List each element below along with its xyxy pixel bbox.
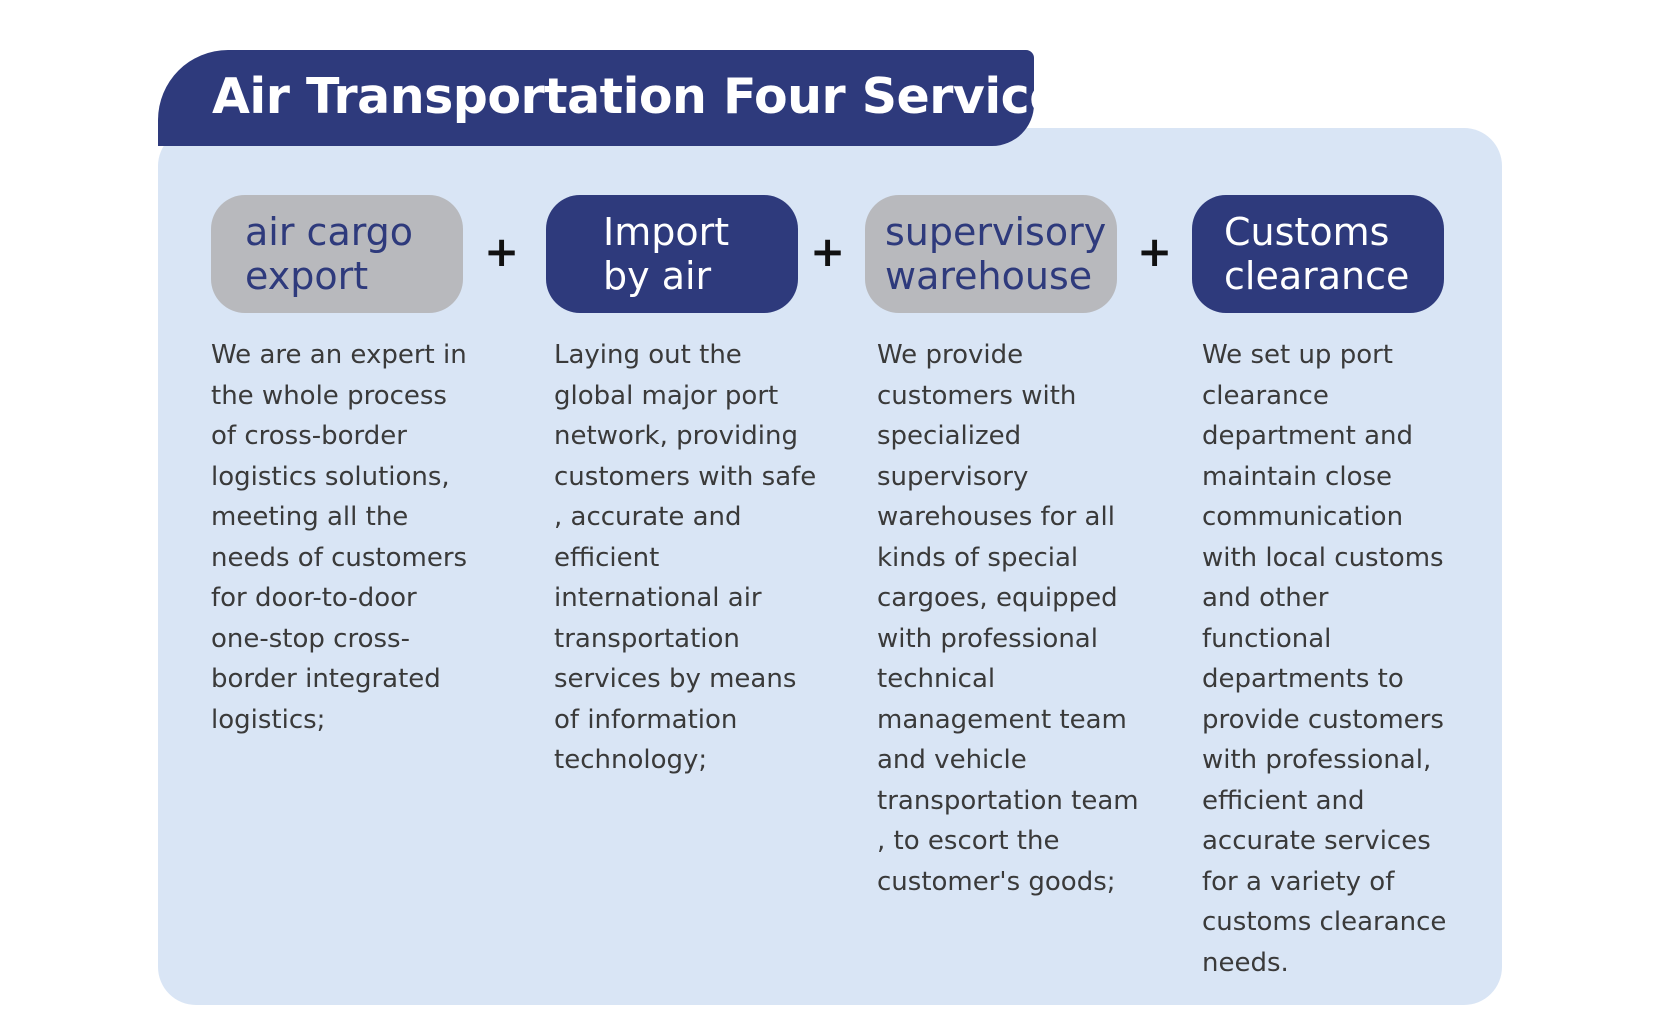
- service-label-line2: export: [245, 254, 369, 298]
- plus-sign: +: [810, 227, 846, 276]
- service-description-supervisory-warehouse: We provide customers with specialized su…: [877, 340, 1139, 897]
- plus-sign: +: [484, 227, 520, 276]
- service-pill-supervisory-warehouse: supervisory warehouse: [865, 195, 1117, 313]
- service-pill-air-cargo-export: air cargo export: [211, 195, 463, 313]
- service-label-line2: warehouse: [885, 254, 1093, 298]
- plus-sign: +: [1137, 227, 1173, 276]
- service-pill-customs-clearance: Customs clearance: [1192, 195, 1444, 313]
- service-description-air-cargo-export: We are an expert in the whole process of…: [211, 340, 468, 735]
- service-label-line2: by air: [603, 254, 712, 298]
- service-label-line1: Customs: [1224, 210, 1390, 254]
- service-label-line1: air cargo: [245, 210, 414, 254]
- title-banner: Air Transportation Four Services: [158, 50, 1091, 146]
- service-description-import-by-air: Laying out the global major port network…: [554, 340, 817, 775]
- service-pill-import-by-air: Import by air: [546, 195, 798, 313]
- page-title: Air Transportation Four Services: [212, 68, 1091, 125]
- service-label-line1: supervisory: [885, 210, 1107, 254]
- service-label-line2: clearance: [1224, 254, 1410, 298]
- service-label-line1: Import: [603, 210, 730, 254]
- service-description-customs-clearance: We set up port clearance department and …: [1202, 340, 1447, 978]
